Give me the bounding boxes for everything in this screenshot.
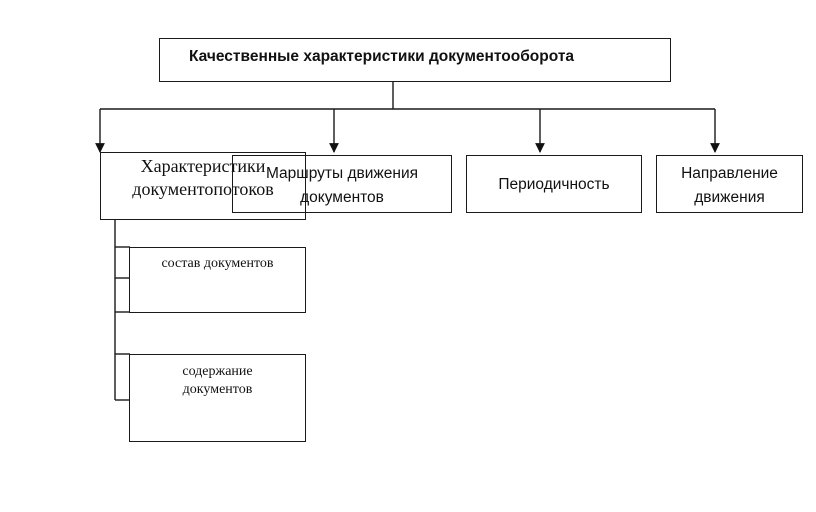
periodicity-box [466,155,642,213]
content-label-line2: документов [182,382,253,397]
direction-box [656,155,803,213]
title-text: Качественные характеристики документообо… [189,48,575,65]
content-box [129,354,306,442]
content-label-line1: содержание [182,364,253,379]
composition-box [129,247,306,313]
direction-label-line2: движения [694,189,765,206]
periodicity-label: Периодичность [498,176,610,193]
title-box [159,38,671,82]
routes-label-line1: Маршруты движения [265,165,419,182]
routes-box [232,155,452,213]
flows-label-line1: Характеристики [140,156,266,176]
flows-box [100,152,306,220]
composition-label: состав документов [161,256,274,271]
flows-label-line2: документопотоков [132,179,274,199]
direction-label-line1: Направление [681,165,778,182]
routes-label-line2: документов [300,189,384,206]
